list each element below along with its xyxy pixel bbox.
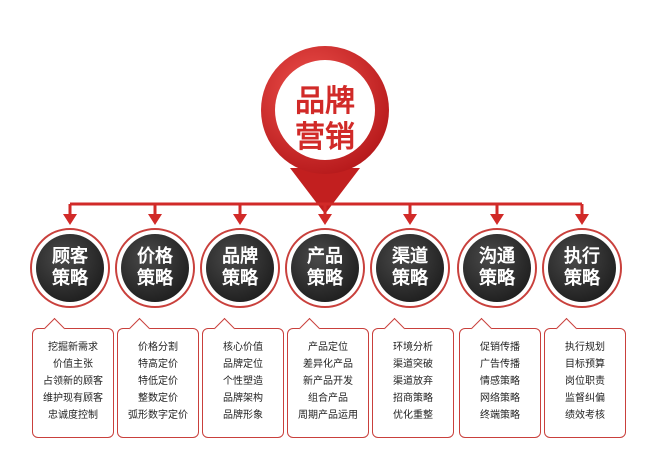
node-label-line2: 策略 xyxy=(564,268,600,289)
node-label: 执行策略 xyxy=(544,246,620,290)
arrow-down-icon xyxy=(148,214,162,225)
node-label: 顾客策略 xyxy=(32,246,108,290)
detail-item: 价值主张 xyxy=(53,359,93,370)
node-label-line2: 策略 xyxy=(479,268,515,289)
node-circle xyxy=(291,234,359,302)
node-label: 价格策略 xyxy=(117,246,193,290)
node-label-line1: 沟通 xyxy=(479,246,515,267)
detail-item: 品牌定位 xyxy=(223,359,263,370)
detail-box: 执行规划目标预算岗位职责监督纠偏绩效考核 xyxy=(544,317,626,438)
detail-item: 品牌架构 xyxy=(223,393,263,404)
detail-item: 渠道放弃 xyxy=(393,376,433,387)
detail-item: 周期产品运用 xyxy=(298,410,358,421)
node-label-line1: 品牌 xyxy=(222,246,258,267)
node-label-line2: 策略 xyxy=(307,268,343,289)
detail-box: 环境分析渠道突破渠道放弃招商策略优化重整 xyxy=(372,317,454,438)
arrow-down-icon xyxy=(490,214,504,225)
center-title: 品牌 营销 xyxy=(282,84,368,156)
detail-item: 品牌形象 xyxy=(223,410,263,421)
detail-item: 维护现有顾客 xyxy=(43,393,103,404)
center-title-line1: 品牌 xyxy=(295,84,355,119)
detail-item: 特高定价 xyxy=(138,359,178,370)
node-circle xyxy=(548,234,616,302)
node-label: 产品策略 xyxy=(287,246,363,290)
detail-item: 优化重整 xyxy=(393,410,433,421)
center-title-line2: 营销 xyxy=(295,120,355,155)
node-circle xyxy=(36,234,104,302)
arrow-down-icon xyxy=(403,214,417,225)
detail-item: 监督纠偏 xyxy=(565,393,605,404)
detail-box: 促销传播广告传播情感策略网络策略终端策略 xyxy=(459,317,541,438)
detail-item: 绩效考核 xyxy=(565,410,605,421)
detail-item: 个性塑造 xyxy=(223,376,263,387)
node-label-line1: 产品 xyxy=(307,246,343,267)
node-label-line2: 策略 xyxy=(52,268,88,289)
detail-item: 终端策略 xyxy=(480,410,520,421)
detail-item: 整数定价 xyxy=(138,393,178,404)
detail-item: 组合产品 xyxy=(308,393,348,404)
detail-item: 渠道突破 xyxy=(393,359,433,370)
node-label: 品牌策略 xyxy=(202,246,278,290)
detail-item: 核心价值 xyxy=(223,342,263,353)
detail-item: 促销传播 xyxy=(480,342,520,353)
node-label-line2: 策略 xyxy=(137,268,173,289)
detail-item: 挖掘新需求 xyxy=(48,342,98,353)
detail-item: 新产品开发 xyxy=(303,376,353,387)
node-label-line2: 策略 xyxy=(392,268,428,289)
node-label: 沟通策略 xyxy=(459,246,535,290)
detail-item: 情感策略 xyxy=(480,376,520,387)
detail-item: 网络策略 xyxy=(480,393,520,404)
detail-item: 环境分析 xyxy=(393,342,433,353)
arrow-down-icon xyxy=(318,214,332,225)
detail-item: 弧形数字定价 xyxy=(128,410,188,421)
detail-item: 目标预算 xyxy=(565,359,605,370)
strategy-nodes xyxy=(30,228,622,308)
detail-box: 挖掘新需求价值主张占领新的顾客维护现有顾客忠诚度控制 xyxy=(32,317,114,438)
arrow-down-icon xyxy=(575,214,589,225)
arrow-down-icon xyxy=(233,214,247,225)
detail-box: 价格分割特高定价特低定价整数定价弧形数字定价 xyxy=(117,317,199,438)
node-label-line1: 顾客 xyxy=(52,246,88,267)
detail-item: 招商策略 xyxy=(393,393,433,404)
node-label-line1: 渠道 xyxy=(392,246,428,267)
node-circle xyxy=(206,234,274,302)
node-label-line2: 策略 xyxy=(222,268,258,289)
node-circle xyxy=(376,234,444,302)
detail-item: 价格分割 xyxy=(138,342,178,353)
detail-box: 产品定位差异化产品新产品开发组合产品周期产品运用 xyxy=(287,317,369,438)
detail-item: 忠诚度控制 xyxy=(48,410,98,421)
detail-item: 岗位职责 xyxy=(565,376,605,387)
node-circle xyxy=(463,234,531,302)
detail-item: 执行规划 xyxy=(565,342,605,353)
connector-lines xyxy=(63,202,589,225)
node-label-line1: 执行 xyxy=(564,246,600,267)
node-circle xyxy=(121,234,189,302)
detail-item: 占领新的顾客 xyxy=(43,376,103,387)
detail-item: 广告传播 xyxy=(480,359,520,370)
detail-item: 差异化产品 xyxy=(303,359,353,370)
node-label: 渠道策略 xyxy=(372,246,448,290)
arrow-down-icon xyxy=(63,214,77,225)
node-label-line1: 价格 xyxy=(137,246,173,267)
detail-item: 特低定价 xyxy=(138,376,178,387)
detail-box: 核心价值品牌定位个性塑造品牌架构品牌形象 xyxy=(202,317,284,438)
center-pin xyxy=(261,46,389,214)
detail-item: 产品定位 xyxy=(308,342,348,353)
